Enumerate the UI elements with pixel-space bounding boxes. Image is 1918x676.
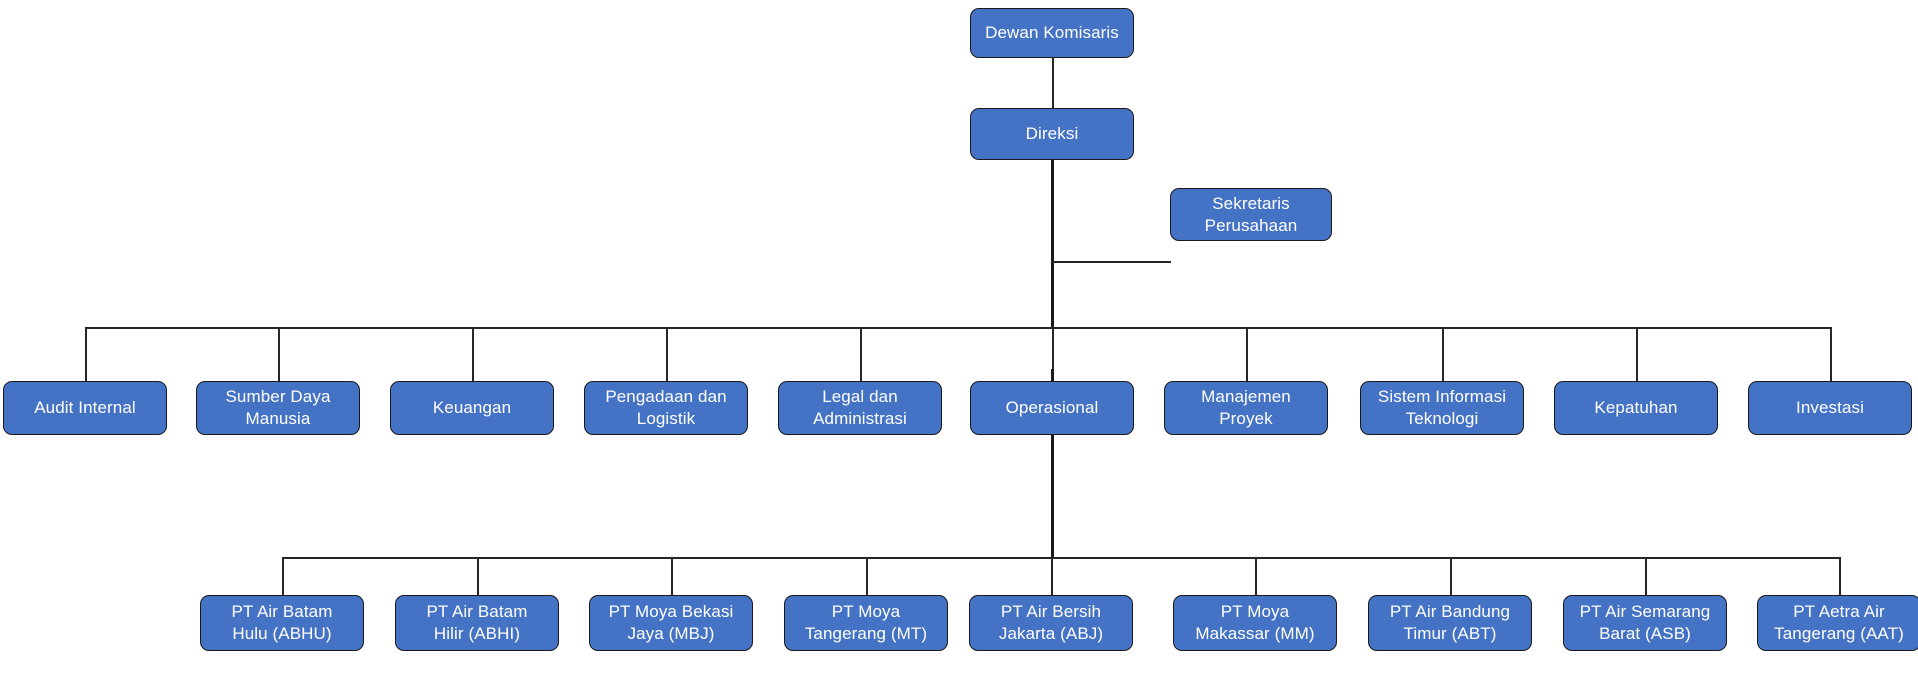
node-dewan-komisaris-label: Dewan Komisaris: [985, 23, 1119, 43]
node-subsidiary-abj[interactable]: PT Air Bersih Jakarta (ABJ): [969, 595, 1133, 651]
node-direksi[interactable]: Direksi: [970, 108, 1134, 160]
node-department-kepatuhan[interactable]: Kepatuhan: [1554, 381, 1718, 435]
node-department-legal-dan-administrasi[interactable]: Legal dan Administrasi: [778, 381, 942, 435]
connector-drop-abhi: [477, 557, 479, 595]
connector-drop-operasional: [1052, 327, 1054, 381]
node-department-manajemen-proyek[interactable]: Manajemen Proyek: [1164, 381, 1328, 435]
node-sekretaris-perusahaan-label: Sekretaris Perusahaan: [1204, 193, 1298, 235]
connector-drop-keuangan: [472, 327, 474, 381]
connector-drop-legal-dan-administrasi: [860, 327, 862, 381]
node-department-legal-dan-administrasi-label: Legal dan Administrasi: [813, 387, 907, 428]
node-subsidiary-mm[interactable]: PT Moya Makassar (MM): [1173, 595, 1337, 651]
node-dewan-komisaris[interactable]: Dewan Komisaris: [970, 8, 1134, 58]
node-subsidiary-aat-label: PT Aetra Air Tangerang (AAT): [1774, 602, 1904, 643]
node-subsidiary-abhu[interactable]: PT Air Batam Hulu (ABHU): [200, 595, 364, 651]
connector-drop-abj: [1051, 557, 1053, 595]
connector-drop-audit-internal: [85, 327, 87, 381]
node-department-pengadaan-dan-logistik-label: Pengadaan dan Logistik: [605, 387, 727, 428]
node-subsidiary-mm-label: PT Moya Makassar (MM): [1195, 602, 1315, 643]
connector-drop-aat: [1839, 557, 1841, 595]
node-subsidiary-mbj[interactable]: PT Moya Bekasi Jaya (MBJ): [589, 595, 753, 651]
node-direksi-label: Direksi: [1025, 124, 1079, 144]
connector-directors-to-secretary: [1052, 261, 1171, 263]
node-department-operasional[interactable]: Operasional: [970, 381, 1134, 435]
node-department-sistem-informasi-teknologi-label: Sistem Informasi Teknologi: [1377, 387, 1507, 428]
node-subsidiary-abt-label: PT Air Bandung Timur (ABT): [1389, 602, 1511, 643]
node-subsidiary-abhu-label: PT Air Batam Hulu (ABHU): [231, 602, 333, 643]
connector-directors-trunk: [1051, 160, 1054, 328]
node-department-manajemen-proyek-label: Manajemen Proyek: [1201, 387, 1291, 428]
node-subsidiary-abt[interactable]: PT Air Bandung Timur (ABT): [1368, 595, 1532, 651]
connector-department-bus: [85, 327, 1831, 329]
node-department-audit-internal-label: Audit Internal: [34, 398, 136, 418]
connector-drop-mt: [866, 557, 868, 595]
connector-board-to-directors: [1052, 56, 1054, 108]
node-subsidiary-mt-label: PT Moya Tangerang (MT): [804, 602, 928, 643]
node-subsidiary-aat[interactable]: PT Aetra Air Tangerang (AAT): [1757, 595, 1918, 651]
node-department-keuangan-label: Keuangan: [432, 398, 512, 418]
connector-drop-kepatuhan: [1636, 327, 1638, 381]
connector-drop-sumber-daya-manusia: [278, 327, 280, 381]
connector-drop-sistem-informasi-teknologi: [1442, 327, 1444, 381]
connector-drop-abhu: [282, 557, 284, 595]
node-department-operasional-label: Operasional: [1005, 398, 1099, 418]
node-subsidiary-abhi-label: PT Air Batam Hilir (ABHI): [426, 602, 528, 643]
connector-drop-asb: [1645, 557, 1647, 595]
node-department-sistem-informasi-teknologi[interactable]: Sistem Informasi Teknologi: [1360, 381, 1524, 435]
node-subsidiary-mt[interactable]: PT Moya Tangerang (MT): [784, 595, 948, 651]
node-subsidiary-abj-label: PT Air Bersih Jakarta (ABJ): [998, 602, 1104, 643]
node-department-investasi[interactable]: Investasi: [1748, 381, 1912, 435]
connector-drop-manajemen-proyek: [1246, 327, 1248, 381]
connector-subsidiary-bus: [282, 557, 1840, 559]
node-department-audit-internal[interactable]: Audit Internal: [3, 381, 167, 435]
node-subsidiary-mbj-label: PT Moya Bekasi Jaya (MBJ): [608, 602, 734, 643]
connector-drop-pengadaan-dan-logistik: [666, 327, 668, 381]
connector-drop-investasi: [1830, 327, 1832, 381]
node-subsidiary-asb-label: PT Air Semarang Barat (ASB): [1579, 602, 1711, 643]
node-department-investasi-label: Investasi: [1796, 398, 1864, 418]
node-department-sumber-daya-manusia[interactable]: Sumber Daya Manusia: [196, 381, 360, 435]
node-department-pengadaan-dan-logistik[interactable]: Pengadaan dan Logistik: [584, 381, 748, 435]
connector-operasional-trunk: [1051, 369, 1054, 559]
node-department-keuangan[interactable]: Keuangan: [390, 381, 554, 435]
node-sekretaris-perusahaan[interactable]: Sekretaris Perusahaan: [1170, 188, 1332, 241]
connector-drop-mm: [1255, 557, 1257, 595]
connector-drop-abt: [1450, 557, 1452, 595]
node-department-sumber-daya-manusia-label: Sumber Daya Manusia: [225, 387, 331, 428]
connector-drop-mbj: [671, 557, 673, 595]
node-subsidiary-asb[interactable]: PT Air Semarang Barat (ASB): [1563, 595, 1727, 651]
node-department-kepatuhan-label: Kepatuhan: [1594, 398, 1678, 418]
node-subsidiary-abhi[interactable]: PT Air Batam Hilir (ABHI): [395, 595, 559, 651]
